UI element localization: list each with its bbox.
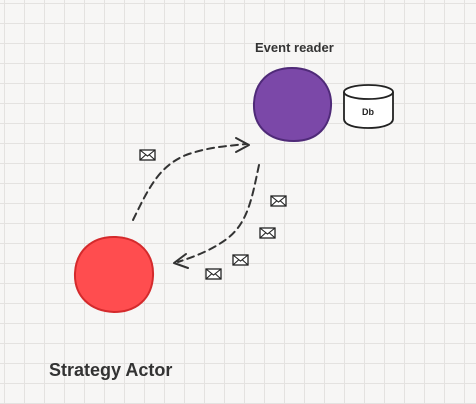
edge-strategy-to-event xyxy=(132,137,250,221)
envelope-icon xyxy=(139,149,156,161)
strategy-actor-node[interactable] xyxy=(73,235,155,314)
event-reader-node[interactable] xyxy=(252,66,333,143)
envelope-icon xyxy=(259,227,276,239)
envelope-icon xyxy=(270,195,287,207)
strategy-actor-label: Strategy Actor xyxy=(49,360,173,380)
database-label: Db xyxy=(362,107,374,117)
event-reader-label: Event reader xyxy=(255,40,334,55)
database-icon: Db xyxy=(343,84,394,129)
envelope-icon xyxy=(205,268,222,280)
envelope-icon xyxy=(232,254,249,266)
edge-event-to-strategy xyxy=(173,164,260,269)
